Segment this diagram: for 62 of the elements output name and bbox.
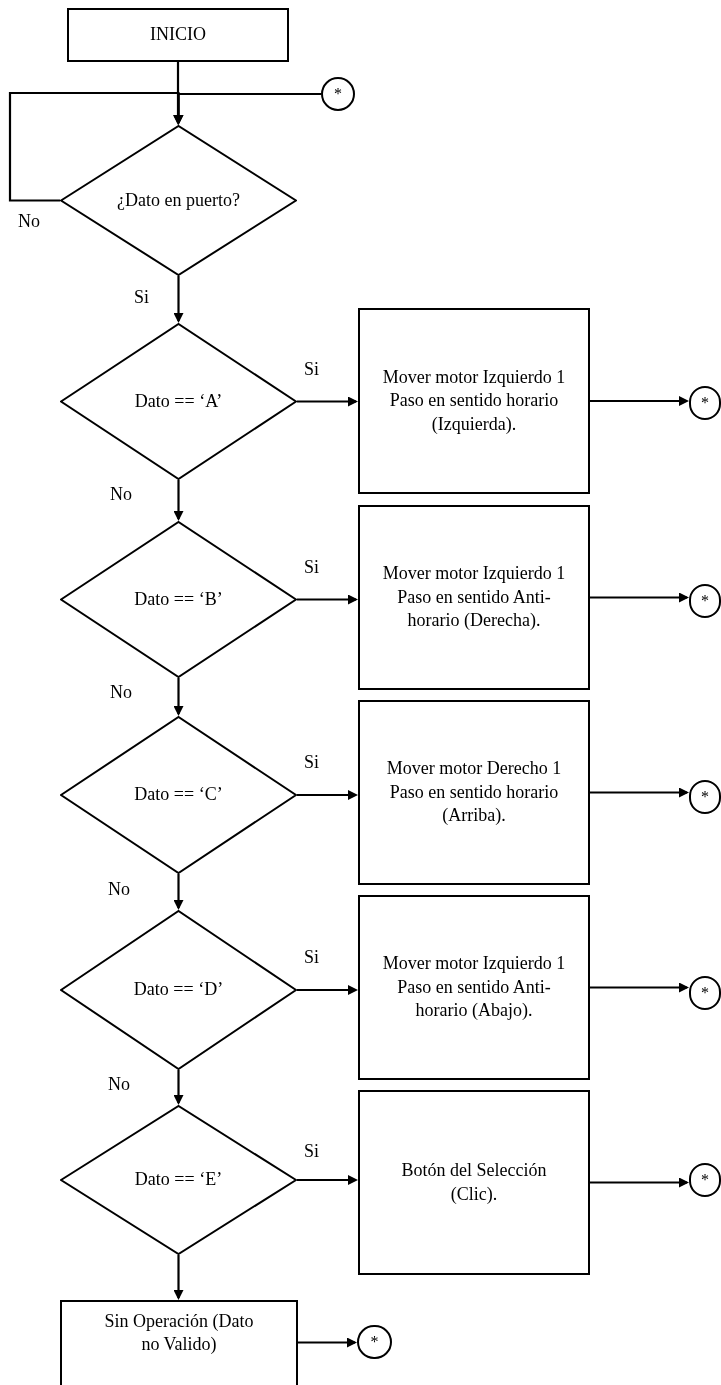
edge-label: Si <box>304 1142 319 1160</box>
process-label: Mover motor Izquierdo 1 Paso en sentido Anti-horario (Abajo). <box>381 952 567 1023</box>
edge-label: Si <box>304 558 319 576</box>
arrow <box>173 92 321 125</box>
arrow <box>173 678 184 716</box>
decision-label: Dato == ‘C’ <box>134 783 223 807</box>
edge-label: Si <box>304 360 319 378</box>
connector-label: * <box>701 789 709 805</box>
decision-diamond <box>60 1105 297 1255</box>
connector-label: * <box>334 86 342 102</box>
connector-label: * <box>701 985 709 1001</box>
process-label: Sin Operación (Dato no Valido) <box>104 1310 254 1357</box>
decision-label: Dato == ‘D’ <box>133 978 224 1002</box>
decision-diamond <box>60 323 297 480</box>
arrow <box>590 396 689 406</box>
arrow <box>590 1177 689 1188</box>
arrow <box>173 276 184 323</box>
process-box <box>358 1090 590 1275</box>
process-box <box>358 895 590 1080</box>
connector-label: * <box>701 593 709 609</box>
process-label: INICIO <box>150 23 206 47</box>
decision-diamond <box>60 521 297 678</box>
edge-label: No <box>110 485 132 503</box>
process-box <box>358 505 590 690</box>
arrow <box>298 1337 357 1348</box>
decision-label: Dato == ‘A’ <box>134 389 223 413</box>
edge-label: No <box>108 1075 130 1093</box>
process-label: Mover motor Izquierdo 1 Paso en sentido horario (Izquierda). <box>381 365 567 436</box>
connector-label: * <box>701 1172 709 1188</box>
arrow <box>173 480 184 521</box>
arrow <box>590 592 689 603</box>
process-label: Mover motor Izquierdo 1 Paso en sentido Anti-horario (Derecha). <box>381 562 567 633</box>
decision-diamond <box>60 125 297 276</box>
arrow <box>297 985 358 995</box>
arrow <box>173 1255 184 1300</box>
process-box <box>60 1300 298 1385</box>
connector-label: * <box>701 395 709 411</box>
process-box <box>358 308 590 494</box>
edge-label: Si <box>134 288 149 306</box>
decision-diamond <box>60 716 297 874</box>
edge-label: Si <box>304 753 319 771</box>
process-box <box>67 8 289 62</box>
arrow <box>590 787 689 798</box>
edge-label: No <box>18 212 40 230</box>
connector-label: * <box>370 1334 379 1350</box>
edge-label: Si <box>304 948 319 966</box>
arrow <box>297 594 358 605</box>
arrow <box>297 396 358 407</box>
edge-label: No <box>108 880 130 898</box>
decision-label: Dato == ‘B’ <box>134 587 223 611</box>
process-box <box>358 700 590 885</box>
arrow <box>173 874 184 910</box>
process-label: Botón del Selección (Clic). <box>400 1159 548 1206</box>
arrow <box>297 1175 358 1185</box>
decision-label: Dato == ‘E’ <box>134 1168 223 1192</box>
process-label: Mover motor Derecho 1 Paso en sentido horario (Arriba). <box>385 757 563 828</box>
arrow <box>297 790 358 800</box>
decision-diamond <box>60 910 297 1070</box>
decision-label: ¿Dato en puerto? <box>117 188 240 212</box>
edge-label: No <box>110 683 132 701</box>
arrow <box>173 1070 184 1105</box>
arrow <box>590 982 689 993</box>
